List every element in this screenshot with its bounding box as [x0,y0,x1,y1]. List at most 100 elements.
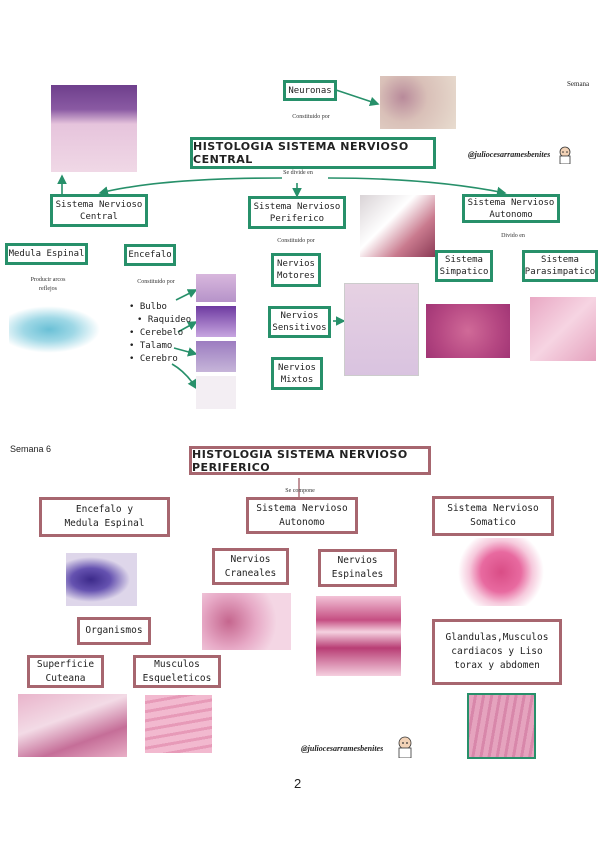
produce-line-1: Producir arcos [30,277,66,283]
encefalo-label: Encefalo [128,250,172,260]
autonomo-line-2: Autonomo [279,516,325,528]
encefalo-medula-box: Encefalo y Medula Espinal [39,497,170,537]
organismos-box: Organismos [77,617,151,645]
superficie-line-1: Superficie [36,658,95,670]
sna-line-1: Sistema Nervioso [467,197,555,208]
espinales-line-2: Espinales [331,569,384,580]
skeletal-muscle-image [145,695,212,753]
skin-histology-image [18,694,127,757]
medula-box: Medula Espinal [5,243,88,265]
smooth-muscle-image [467,693,536,759]
constituido-por-note: Constituido por [292,114,330,120]
superficie-box: Superficie Cuteana [27,655,104,688]
snp-line-2: Periferico [269,213,325,224]
espinales-box: Nervios Espinales [318,549,397,587]
medula-label: Medula Espinal [8,249,85,259]
bulbo-image [196,274,236,302]
list-item: Cerebelo [129,327,199,340]
se-divide-en-note: Se divide en [283,170,313,176]
cranial-nerve-image [202,593,291,650]
somatico-box: Sistema Nervioso Somatico [432,496,554,536]
autonomo-line-1: Sistema Nervioso [256,502,348,514]
sympathetic-ganglion-image [426,304,510,358]
musculos-box: Musculos Esqueleticos [133,655,221,688]
talamo-image [196,341,236,372]
encefalo-box: Encefalo [124,244,176,266]
craneales-box: Nervios Craneales [212,548,289,585]
snp-line-1: Sistema Nervioso [253,201,341,212]
sensitivos-box: Nervios Sensitivos [268,306,331,338]
sna-box: Sistema Nervioso Autonomo [462,194,560,223]
sensitivos-line-1: Nervios [280,311,319,321]
mixtos-line-1: Nervios [278,362,316,373]
parasimpatico-line-2: Parasimpatico [524,267,596,277]
autonomo-box: Sistema Nervioso Autonomo [246,497,358,534]
encefalo-list: Bulbo Raquideo Cerebelo Talamo Cerebro [129,301,199,366]
neuron-histology-image [380,76,456,129]
produce-note: Producir arcos reflejos [18,276,78,294]
sensitivos-line-2: Sensitivos [272,323,327,333]
encefalo-medula-line-1: Encefalo y [75,504,134,515]
semana-6-label: Semana 6 [10,444,52,454]
snc-line-1: Sistema Nervioso [55,199,143,210]
author-signature-bottom: @juliocesarramesbenites [301,744,384,753]
glandulas-line-3: torax y abdomen [454,660,540,671]
semana-label: Semana [567,80,590,88]
snc-box: Sistema Nervioso Central [50,194,148,227]
doctor-avatar-icon [559,146,571,164]
motores-line-2: Motores [277,271,315,281]
parasimpatico-line-1: Sistema [541,255,579,265]
encefalo-medula-line-2: Medula Espinal [64,518,145,529]
se-compone-note: Se compone [285,488,315,494]
produce-line-2: reflejos [39,286,57,292]
motores-box: Nervios Motores [271,253,321,287]
central-title: HISTOLOGIA SISTEMA NERVIOSO CENTRAL [190,137,436,169]
list-item: Talamo [129,340,199,353]
neuronas-box: Neuronas [283,80,337,101]
neuronas-label: Neuronas [288,85,332,96]
superficie-line-2: Cuteana [45,672,86,684]
periferico-title: HISTOLOGIA SISTEMA NERVIOSO PERIFERICO [189,446,431,475]
author-signature: @juliocesarramesbenites [468,150,551,159]
mixtos-line-2: Mixtos [280,374,314,385]
somatic-nerve-image [455,538,547,606]
craneales-line-1: Nervios [230,553,271,565]
list-item: Bulbo [129,301,199,314]
snp-box: Sistema Nervioso Periferico [248,196,346,229]
constituido-por-encefalo: Constituido por [137,279,175,285]
craneales-line-2: Craneales [224,567,277,579]
sensory-nerve-image [344,283,419,376]
somatico-line-1: Sistema Nervioso [447,503,539,514]
cortex-histology-image [51,85,137,172]
list-item: Cerebro [129,353,199,366]
glandulas-line-1: Glandulas,Musculos [445,632,549,643]
page-number: 2 [294,776,302,791]
glandulas-box: Glandulas,Musculos cardiacos y Liso tora… [432,619,562,685]
constituido-por-snp: Constituido por [277,238,315,244]
divido-en-note: Divido en [501,233,525,239]
simpatico-line-1: Sistema [445,255,483,265]
encefalo-histology-image [66,553,137,606]
musculos-line-2: Esqueleticos [142,672,212,684]
sna-line-2: Autonomo [489,209,533,220]
cerebro-image [196,376,236,409]
parasympathetic-image [530,297,596,361]
cerebelo-image [196,306,236,337]
espinales-line-1: Nervios [337,555,378,566]
doctor-avatar-icon [398,736,412,758]
spinal-nerve-image [316,596,401,676]
simpatico-box: Sistema Simpatico [435,250,493,282]
spinal-cord-diagram [9,302,109,357]
list-item: Raquideo [129,314,199,327]
motores-line-1: Nervios [277,259,315,269]
simpatico-line-2: Simpatico [439,267,489,277]
organismos-label: Organismos [85,625,143,636]
musculos-line-1: Musculos [154,658,200,670]
glandulas-line-2: cardiacos y Liso [451,646,543,657]
somatico-line-2: Somatico [470,517,516,528]
snc-line-2: Central [80,211,118,222]
peripheral-nerve-image [360,195,435,257]
parasimpatico-box: Sistema Parasimpatico [522,250,598,282]
mixtos-box: Nervios Mixtos [271,357,323,390]
